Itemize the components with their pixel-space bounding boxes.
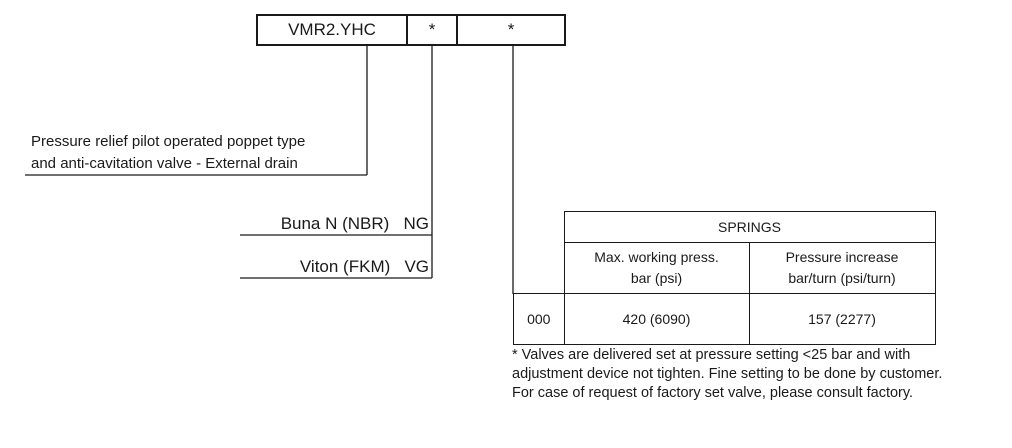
footnote-line-2: adjustment device not tighten. Fine sett… xyxy=(512,366,943,382)
spring-slot-box: * xyxy=(456,14,566,46)
springs-table: SPRINGS Max. working press. bar (psi) Pr… xyxy=(513,211,936,345)
table-header-row: Max. working press. bar (psi) Pressure i… xyxy=(513,242,936,294)
seal-code: VG xyxy=(404,257,429,276)
header-max-press: Max. working press. bar (psi) xyxy=(563,242,750,294)
valve-description: Pressure relief pilot operated poppet ty… xyxy=(31,131,305,175)
header-pressure-increase: Pressure increase bar/turn (psi/turn) xyxy=(748,242,936,294)
description-line-2: and anti-cavitation valve - External dra… xyxy=(31,155,298,172)
springs-title: SPRINGS xyxy=(563,211,936,243)
header-max-press-line-1: Max. working press. xyxy=(594,249,719,265)
footnote-line-3: For case of request of factory set valve… xyxy=(512,385,914,401)
seal-option-ng: Buna N (NBR) NG xyxy=(281,214,429,234)
seal-name: Viton (FKM) xyxy=(299,257,391,276)
spring-slot: * xyxy=(507,20,515,39)
footnote: * Valves are delivered set at pressure s… xyxy=(512,346,942,403)
footnote-line-1: * Valves are delivered set at pressure s… xyxy=(512,347,911,363)
seal-code: NG xyxy=(403,214,430,233)
model-code-box: VMR2.YHC xyxy=(256,14,408,46)
header-increase-line-2: bar/turn (psi/turn) xyxy=(788,270,896,286)
description-line-1: Pressure relief pilot operated poppet ty… xyxy=(31,133,306,150)
increase-cell: 157 (2277) xyxy=(748,293,936,345)
max-press-cell: 420 (6090) xyxy=(563,293,750,345)
header-increase-line-1: Pressure increase xyxy=(785,249,899,265)
table-title-row: SPRINGS xyxy=(514,211,936,243)
seal-slot: * xyxy=(428,20,436,39)
header-max-press-line-2: bar (psi) xyxy=(630,270,683,286)
seal-slot-box: * xyxy=(406,14,458,46)
seal-name: Buna N (NBR) xyxy=(280,214,390,233)
seal-option-vg: Viton (FKM) VG xyxy=(300,257,429,277)
table-row: 000 420 (6090) 157 (2277) xyxy=(513,293,936,345)
model-code: VMR2.YHC xyxy=(288,20,376,39)
spring-code-cell: 000 xyxy=(513,293,565,345)
